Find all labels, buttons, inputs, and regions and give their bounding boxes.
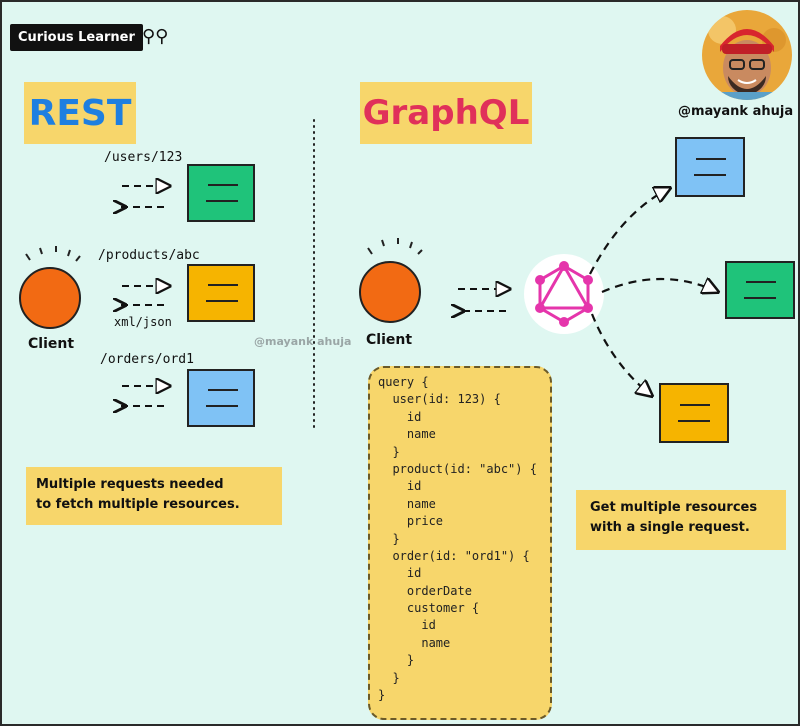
query-line: id	[378, 618, 436, 633]
graphql-note-line-2: with a single request.	[590, 520, 750, 535]
graphql-resource-top	[675, 137, 745, 197]
rest-arrows-products	[120, 286, 170, 305]
query-line: }	[378, 531, 400, 546]
avatar	[702, 10, 792, 100]
watermark: @mayank ahuja	[254, 335, 352, 348]
endpoint-products-label: /products/abc	[98, 248, 200, 263]
rest-title: REST	[24, 82, 136, 144]
query-line: price	[378, 514, 444, 529]
graphql-note-line-1: Get multiple resources	[590, 500, 758, 515]
query-line: product(id: "abc") {	[378, 461, 537, 476]
rest-client-icon	[19, 246, 81, 329]
graphql-title: GraphQL	[360, 82, 532, 144]
endpoint-orders-label: /orders/ord1	[100, 352, 194, 367]
rest-note-line-2: to fetch multiple resources.	[36, 497, 240, 512]
rest-note-line-1: Multiple requests needed	[36, 477, 224, 492]
rest-resource-products	[187, 264, 255, 322]
graphql-note: Get multiple resources with a single req…	[576, 490, 786, 550]
rest-note: Multiple requests needed to fetch multip…	[26, 467, 282, 525]
graphql-logo-icon	[524, 254, 604, 334]
query-line: id	[378, 479, 422, 494]
rest-client-label: Client	[28, 336, 75, 352]
graphql-fanout-arrows	[589, 188, 718, 396]
query-line: }	[378, 670, 400, 685]
query-line: }	[378, 444, 400, 459]
rest-resource-users	[187, 164, 255, 222]
query-line: name	[378, 427, 436, 442]
query-line: name	[378, 496, 436, 511]
author-handle: @mayank ahuja	[678, 104, 794, 119]
query-line: id	[378, 566, 422, 581]
query-line: name	[378, 635, 451, 650]
rest-arrows-users	[120, 186, 170, 207]
query-line: }	[378, 653, 415, 668]
query-line: orderDate	[378, 583, 472, 598]
people-icon: ⚲⚲	[142, 26, 169, 47]
brand-label: Curious Learner	[10, 24, 143, 51]
graphql-resource-middle	[725, 261, 795, 319]
query-line: order(id: "ord1") {	[378, 548, 530, 563]
response-format-label: xml/json	[114, 315, 172, 329]
graphql-client-label: Client	[366, 332, 413, 348]
graphql-client-icon	[359, 238, 423, 323]
graphql-resource-bottom	[659, 383, 729, 443]
graphql-client-arrows	[458, 289, 510, 311]
query-line: user(id: 123) {	[378, 392, 501, 407]
rest-arrows-orders	[120, 386, 170, 406]
query-line: customer {	[378, 601, 480, 616]
query-line: query {	[378, 375, 429, 389]
query-line: }	[378, 688, 386, 703]
rest-resource-orders	[187, 369, 255, 427]
query-line: id	[378, 409, 422, 424]
endpoint-users-label: /users/123	[104, 150, 183, 165]
graphql-query-block: query { user(id: 123) { id name } produc…	[368, 366, 552, 720]
